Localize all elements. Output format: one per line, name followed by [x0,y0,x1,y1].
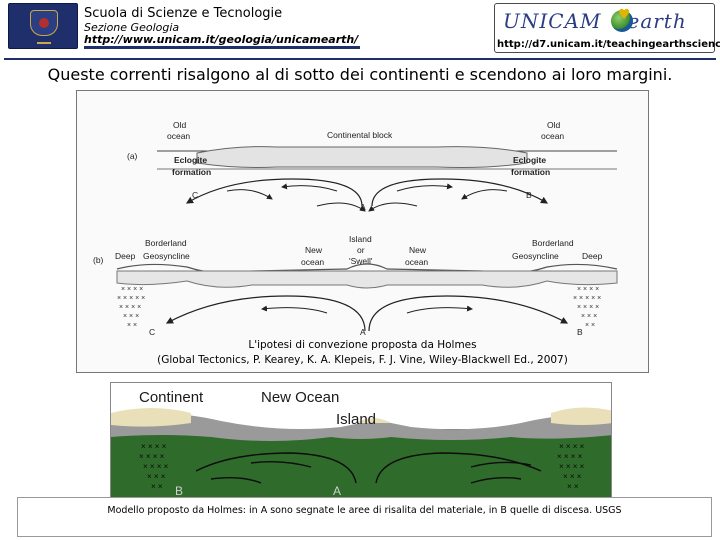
unicam-earth-logo: UNICAM earth ♥ http://d7.unicam.it/teachi… [494,3,715,53]
brand-left: UNICAM [503,9,601,33]
label-c-a: C [192,190,198,200]
label-a-a: A [360,202,366,212]
svg-text:× ×: × × [127,322,137,329]
svg-text:× × × × ×: × × × × × [117,295,145,302]
old-ocean-right-2: ocean [541,131,564,141]
svg-text:× × × × ×: × × × × × [573,295,601,302]
svg-text:× × ×: × × × [147,472,166,481]
svg-text:× × × ×: × × × × [139,452,165,461]
caption1-line1: L'ipotesi di convezione proposta da Holm… [76,338,649,353]
teaching-link[interactable]: http://d7.unicam.it/teachingearthscience… [497,39,712,50]
convection-arrow-a4 [397,186,452,191]
continent-left [111,408,191,427]
convection-arrow-a8 [369,203,417,211]
convection-arrow-b2 [369,296,567,331]
label-a-b: A [360,327,366,337]
svg-text:× × × ×: × × × × [559,442,585,451]
panel-b-tag: (b) [93,255,104,265]
brand-right: earth [627,9,686,33]
figure2-caption: Modello proposto da Holmes: in A sono se… [17,497,712,537]
island-label-2: Island [336,411,376,428]
or-label: or [357,245,365,255]
header-text-block: Scuola di Scienze e Tecnologie Sezione G… [84,6,358,46]
svg-text:× × ×: × × × [563,472,582,481]
usgs-holmes-model: × × × ×× × × × × × × ×× × × × × × × × ××… [110,382,612,498]
svg-text:× ×: × × [585,322,595,329]
old-ocean-left-2: ocean [167,131,190,141]
convection-arrow-a7 [317,203,365,211]
convection-diagram: (a) Old ocean Continental block Old ocea… [77,91,649,373]
crust-shape-b [117,271,617,288]
svg-text:× ×: × × [151,482,163,491]
caption1-line2: (Global Tectonics, P. Kearey, K. A. Klep… [76,353,649,368]
ocean-left: ocean [301,257,324,267]
mantle-area [111,429,612,498]
convection-arrow-a5 [227,190,272,199]
borderland-right: Borderland [532,238,574,248]
convection-arrow-a6 [462,190,507,199]
convection-arrow-a3 [282,186,337,191]
brand-text: UNICAM earth [503,9,687,33]
borderland-left: Borderland [145,238,187,248]
svg-text:× × ×: × × × [581,313,597,320]
svg-text:× ×: × × [567,482,579,491]
convection-arrow-a2 [372,179,547,206]
svg-text:× × × ×: × × × × [559,462,585,471]
label-a-fig2: A [333,484,341,498]
label-b-fig2: B [175,484,183,498]
website-link[interactable]: http://www.unicam.it/geologia/unicameart… [84,33,358,46]
svg-text:× × ×: × × × [123,313,139,320]
svg-text:× × × ×: × × × × [121,286,143,293]
logo-underline [9,42,77,45]
section-name: Sezione Geologia [84,22,358,33]
svg-text:× × × ×: × × × × [577,286,599,293]
panel-a-tag: (a) [127,151,138,161]
old-ocean-right-1: Old [547,120,561,130]
header-rule [84,46,360,49]
geosyncline-right: Geosyncline [512,251,559,261]
new-right: New [409,245,427,255]
convection-arrow-b4 [407,308,472,313]
new-ocean-label: New Ocean [261,389,339,406]
deep-right: Deep [582,251,603,261]
convection-arrow-b3 [262,308,327,313]
eclogite-crosses-right: × × × × × × × × × × × × × × × × × × [573,286,601,329]
label-c-b: C [149,327,155,337]
convection-arrow-a1 [187,179,362,206]
convection-arrow-b1 [167,296,365,331]
continent-label: Continent [139,389,204,406]
eclogite-right-2: formation [511,167,550,177]
svg-text:× × × ×: × × × × [557,452,583,461]
svg-text:× × × ×: × × × × [119,304,141,311]
deep-left: Deep [115,251,136,261]
geosyncline-left: Geosyncline [143,251,190,261]
old-ocean-left-1: Old [173,120,187,130]
eclogite-left-2: formation [172,167,211,177]
eclogite-right-1: Eclogite [513,155,546,165]
svg-text:× × × ×: × × × × [577,304,599,311]
svg-text:× × × ×: × × × × [141,442,167,451]
heart-icon: ♥ [618,7,631,23]
crest-icon [30,10,58,36]
usgs-model-diagram: × × × ×× × × × × × × ×× × × × × × × × ××… [111,383,612,498]
eclogite-left-1: Eclogite [174,155,207,165]
svg-text:× × × ×: × × × × [143,462,169,471]
school-name: Scuola di Scienze e Tecnologie [84,6,358,22]
island-label: Island [349,234,372,244]
new-left: New [305,245,323,255]
continental-block-shape [197,147,527,168]
eclogite-crosses-left: × × × × × × × × × × × × × × × × × × [117,286,145,329]
holmes-convection-figure: (a) Old ocean Continental block Old ocea… [76,90,649,373]
ocean-right: ocean [405,257,428,267]
label-b-b: B [577,327,583,337]
title-rule [4,58,716,60]
label-b-a: B [526,190,532,200]
slide-title: Queste correnti risalgono al di sotto de… [0,64,720,86]
figure1-caption: L'ipotesi di convezione proposta da Holm… [76,338,649,368]
university-logo [8,3,78,49]
continental-block-label: Continental block [327,130,393,140]
